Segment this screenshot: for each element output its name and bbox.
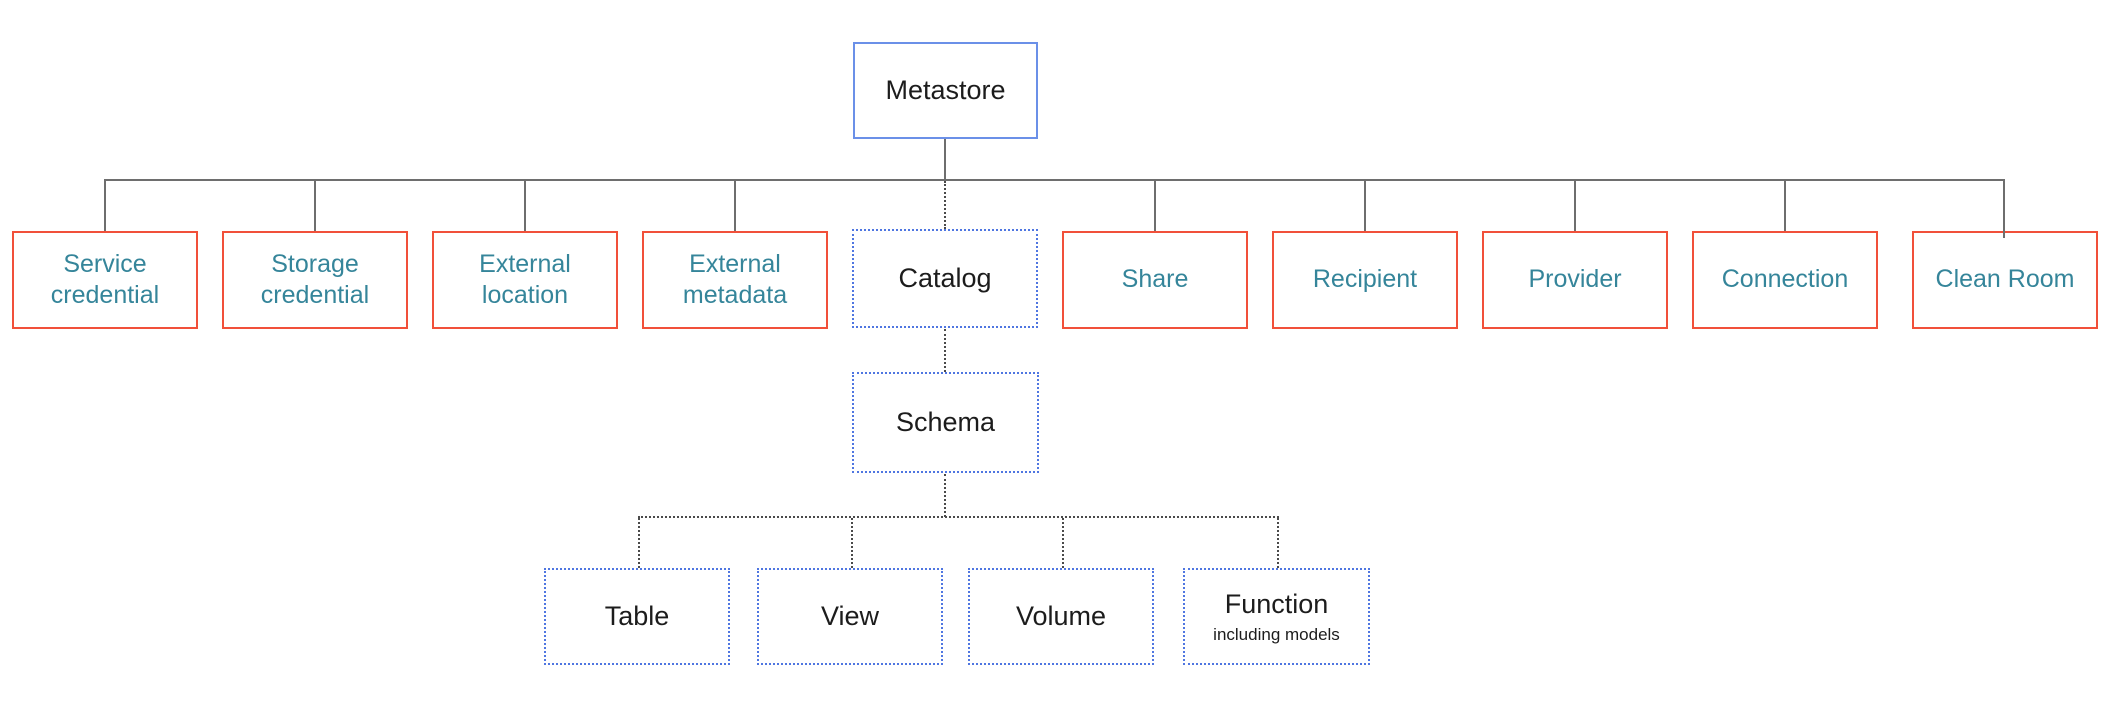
- node-metastore: Metastore: [853, 42, 1038, 139]
- connector-drop-clean-room: [2003, 181, 2005, 238]
- node-recipient: Recipient: [1272, 231, 1458, 329]
- node-schema-label: Schema: [895, 406, 996, 437]
- connector-drop-share: [1154, 181, 1156, 232]
- node-provider: Provider: [1482, 231, 1668, 329]
- node-service-credential: Service credential: [12, 231, 198, 329]
- node-view: View: [757, 568, 943, 665]
- node-clean-room: Clean Room: [1912, 231, 2098, 329]
- node-recipient-label: Recipient: [1312, 265, 1418, 294]
- connector-dotted-drop-view: [851, 518, 853, 568]
- connector-dotted-drop-table: [638, 518, 640, 568]
- node-connection-label: Connection: [1721, 265, 1849, 294]
- connector-drop-storage-credential: [314, 181, 316, 232]
- node-storage-credential: Storage credential: [222, 231, 408, 329]
- node-connection: Connection: [1692, 231, 1878, 329]
- connector-drop-external-location: [524, 181, 526, 232]
- node-metastore-label: Metastore: [885, 74, 1006, 105]
- connector-drop-connection: [1784, 181, 1786, 232]
- connector-dotted-bus-to-catalog: [944, 181, 946, 229]
- node-volume: Volume: [968, 568, 1154, 665]
- node-catalog: Catalog: [852, 229, 1038, 328]
- node-service-credential-label: Service credential: [50, 249, 160, 309]
- connector-drop-recipient: [1364, 181, 1366, 232]
- node-external-location-label: External location: [479, 249, 571, 309]
- connector-drop-provider: [1574, 181, 1576, 232]
- connector-drop-service-credential: [104, 181, 106, 232]
- node-external-metadata-label: External metadata: [682, 249, 788, 309]
- connector-level1-bus: [104, 179, 2005, 181]
- connector-dotted-drop-function: [1277, 518, 1279, 568]
- node-function-label: Function: [1224, 589, 1329, 619]
- node-schema: Schema: [852, 372, 1039, 473]
- connector-drop-external-metadata: [734, 181, 736, 232]
- node-volume-label: Volume: [1015, 600, 1107, 631]
- connector-dotted-schema-to-bus: [944, 474, 946, 517]
- node-table: Table: [544, 568, 730, 665]
- connector-dotted-level3-bus: [638, 516, 1279, 518]
- node-table-label: Table: [604, 600, 670, 631]
- node-share-label: Share: [1121, 265, 1189, 294]
- node-catalog-label: Catalog: [898, 262, 992, 293]
- node-storage-credential-label: Storage credential: [260, 249, 370, 309]
- connector-metastore-to-bus: [944, 139, 946, 181]
- connector-dotted-drop-volume: [1062, 518, 1064, 568]
- node-provider-label: Provider: [1528, 265, 1622, 294]
- node-function-subnote: including models: [1213, 624, 1340, 644]
- node-external-metadata: External metadata: [642, 231, 828, 329]
- node-share: Share: [1062, 231, 1248, 329]
- node-view-label: View: [820, 600, 880, 631]
- node-function: Function including models: [1183, 568, 1370, 665]
- node-external-location: External location: [432, 231, 618, 329]
- node-clean-room-label: Clean Room: [1935, 265, 2075, 294]
- connector-dotted-catalog-to-schema: [944, 329, 946, 372]
